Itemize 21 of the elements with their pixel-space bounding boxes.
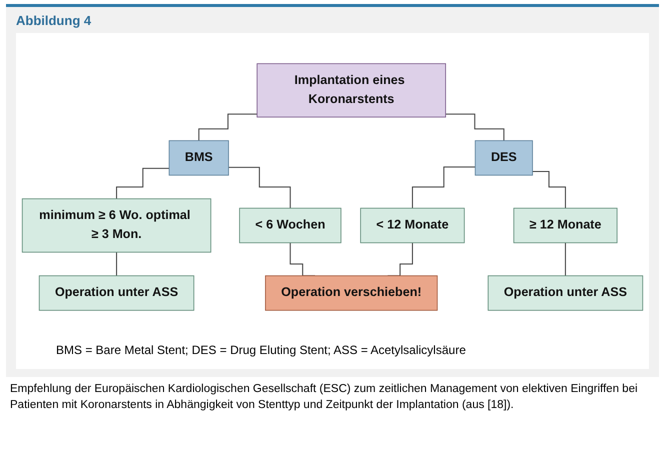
node-box: Operation unter ASS <box>488 275 644 311</box>
node-box: DES <box>474 140 533 176</box>
node-box: BMS <box>168 140 229 176</box>
figure-title: Abbildung 4 <box>16 13 92 28</box>
connector <box>116 252 118 276</box>
connector <box>532 170 566 209</box>
node-box: Operation unter ASS <box>38 275 194 311</box>
node-box: ≥ 12 Monate <box>513 208 618 244</box>
node-box: < 12 Monate <box>360 208 465 244</box>
connector <box>564 242 566 276</box>
abbreviation-note: BMS = Bare Metal Stent; DES = Drug Eluting Stent; ASS = Acetylsalicylsäure <box>56 343 466 357</box>
node-box: < 6 Wochen <box>239 208 342 244</box>
connector <box>198 114 258 142</box>
connector <box>446 114 504 142</box>
node-box: Operation verschieben! <box>265 275 438 311</box>
connector <box>412 166 476 209</box>
connector <box>228 166 291 209</box>
node-box: Implantation eines Koronarstents <box>256 63 446 118</box>
node-box: minimum ≥ 6 Wo. optimal ≥ 3 Mon. <box>22 198 212 253</box>
caption: Empfehlung der Europäischen Kardiologischen Gesellschaft (ESC) zum zeitlichen Management von elektiven Eingriffen bei Patienten mit Koronarstents in Abhängigkeit von Stenttyp und Zeitpunkt der Implantation (aus [18]). <box>10 382 639 413</box>
connector <box>116 168 170 200</box>
